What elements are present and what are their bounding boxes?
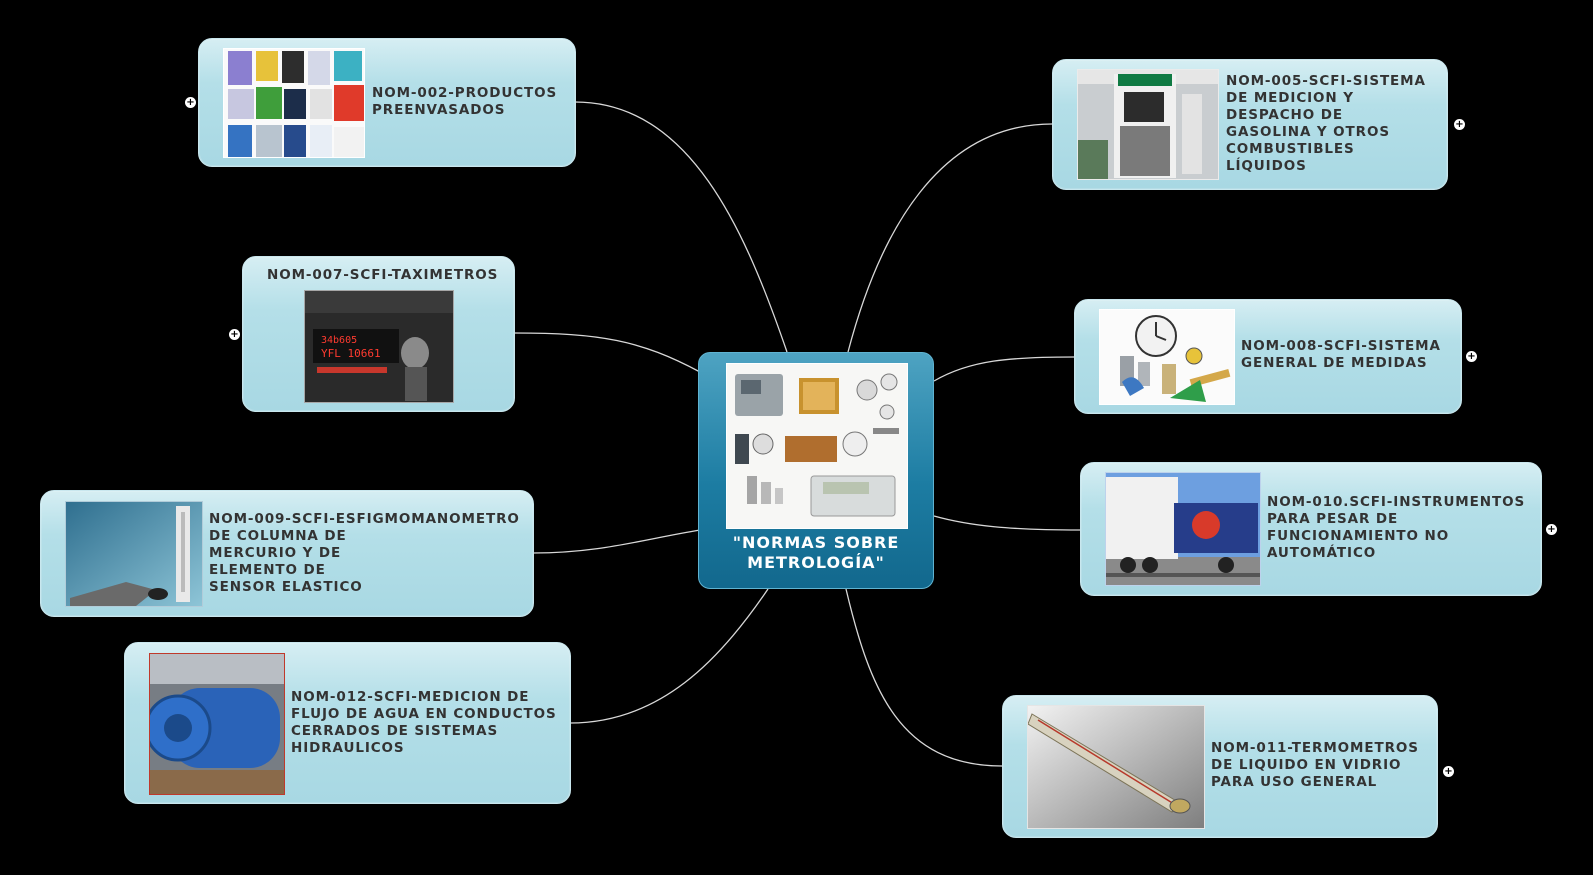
metrology-instruments-image: [726, 363, 908, 529]
topic-nom-009[interactable]: NOM-009-SCFI-ESFIGMOMANOMETRO DE COLUMNA…: [40, 490, 534, 617]
connector-nom-005: [847, 123, 1053, 353]
taximeter-image: 34b605 YFL 10661: [304, 290, 454, 403]
expand-icon[interactable]: +: [185, 97, 196, 108]
expand-icon[interactable]: +: [1443, 766, 1454, 777]
topic-nom-010-label: NOM-010.SCFI-INSTRUMENTOS PARA PESAR DE …: [1267, 494, 1526, 561]
water-flow-meter-image: [149, 653, 285, 795]
topic-nom-009-label: NOM-009-SCFI-ESFIGMOMANOMETRO DE COLUMNA…: [209, 511, 520, 595]
topic-nom-012-label: NOM-012-SCFI-MEDICION DE FLUJO DE AGUA E…: [291, 689, 557, 756]
topic-nom-002-label: NOM-002-PRODUCTOS PREENVASADOS: [372, 85, 558, 118]
sphygmomanometer-image: [65, 501, 203, 607]
central-topic[interactable]: "NORMAS SOBRE METROLOGÍA": [698, 352, 934, 589]
connector-nom-008: [933, 356, 1075, 382]
connector-nom-009: [532, 529, 701, 554]
thermometer-image: [1027, 705, 1205, 829]
connector-nom-002: [574, 101, 788, 353]
expand-icon[interactable]: +: [229, 329, 240, 340]
connector-nom-011: [845, 588, 1003, 767]
connector-nom-012: [569, 588, 769, 724]
topic-nom-002[interactable]: NOM-002-PRODUCTOS PREENVASADOS +: [185, 38, 576, 167]
svg-text:YFL 10661: YFL 10661: [321, 347, 381, 360]
topic-nom-011-label: NOM-011-TERMOMETROS DE LIQUIDO EN VIDRIO…: [1211, 740, 1419, 790]
expand-icon[interactable]: +: [1466, 351, 1477, 362]
expand-icon[interactable]: +: [1454, 119, 1465, 130]
packaged-products-image: [223, 48, 365, 158]
topic-nom-010[interactable]: NOM-010.SCFI-INSTRUMENTOS PARA PESAR DE …: [1080, 462, 1557, 596]
central-topic-title: "NORMAS SOBRE METROLOGÍA": [732, 533, 900, 572]
expand-icon[interactable]: +: [1546, 524, 1557, 535]
topic-nom-008-label: NOM-008-SCFI-SISTEMA GENERAL DE MEDIDAS: [1241, 338, 1441, 371]
topic-nom-005-label: NOM-005-SCFI-SISTEMA DE MEDICION Y DESPA…: [1226, 73, 1426, 174]
connector-nom-010: [933, 515, 1081, 531]
topic-nom-007[interactable]: NOM-007-SCFI-TAXIMETROS 34b605 YFL 10661…: [229, 256, 515, 412]
topic-nom-005[interactable]: NOM-005-SCFI-SISTEMA DE MEDICION Y DESPA…: [1052, 59, 1465, 190]
topic-nom-008[interactable]: NOM-008-SCFI-SISTEMA GENERAL DE MEDIDAS …: [1074, 299, 1477, 414]
connector-nom-007: [513, 332, 701, 373]
svg-text:34b605: 34b605: [321, 335, 357, 346]
topic-nom-011[interactable]: NOM-011-TERMOMETROS DE LIQUIDO EN VIDRIO…: [1002, 695, 1454, 838]
topic-nom-012[interactable]: NOM-012-SCFI-MEDICION DE FLUJO DE AGUA E…: [124, 642, 571, 804]
measurement-tools-image: [1099, 309, 1235, 405]
fuel-dispenser-image: [1077, 69, 1219, 180]
weighing-truck-image: [1105, 472, 1261, 586]
topic-nom-007-label: NOM-007-SCFI-TAXIMETROS: [267, 267, 499, 283]
